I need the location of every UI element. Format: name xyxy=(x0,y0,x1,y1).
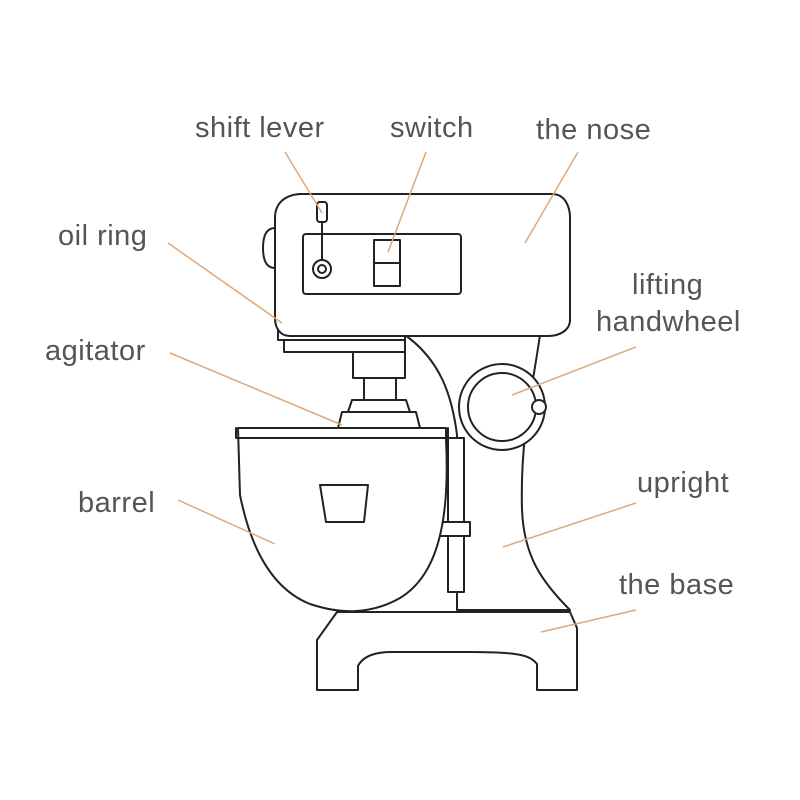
label-shift-lever: shift lever xyxy=(195,112,325,144)
agitator-shaft xyxy=(337,351,421,429)
leader-switch xyxy=(387,151,427,253)
label-switch: switch xyxy=(390,112,474,144)
label-handwheel: handwheel xyxy=(596,306,741,338)
label-oil-ring: oil ring xyxy=(58,220,148,252)
leader-upright xyxy=(502,502,637,548)
leader-the-nose xyxy=(524,151,579,244)
leader-barrel xyxy=(177,499,276,545)
leader-agitator xyxy=(169,352,343,426)
label-barrel: barrel xyxy=(78,487,156,519)
switch-graphic xyxy=(373,239,401,287)
leader-lines xyxy=(167,151,637,633)
agitator-beater xyxy=(319,484,369,523)
label-the-base: the base xyxy=(619,569,735,601)
leader-shift-lever xyxy=(284,151,323,214)
label-agitator: agitator xyxy=(45,335,146,367)
label-lifting: lifting xyxy=(632,269,704,301)
label-upright: upright xyxy=(637,467,730,499)
leader-oil-ring xyxy=(167,242,283,324)
leader-lifting-handwheel xyxy=(511,346,637,396)
mixer-base xyxy=(316,611,578,691)
label-the-nose: the nose xyxy=(536,114,652,146)
leader-the-base xyxy=(540,609,637,633)
lifting-handwheel-graphic xyxy=(458,363,547,451)
side-knob xyxy=(262,227,276,269)
